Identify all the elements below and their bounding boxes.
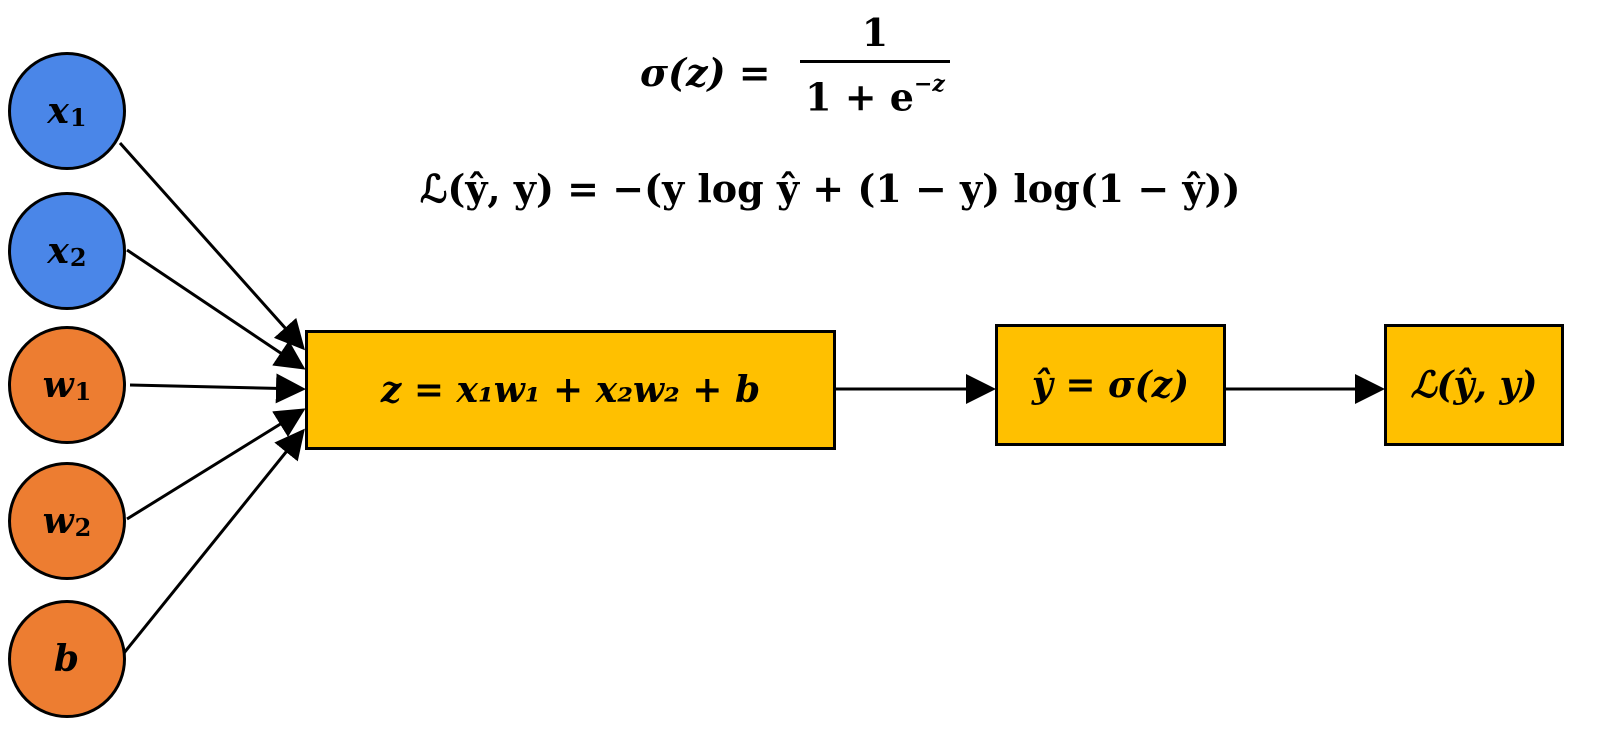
node-symbol: x [47,90,69,132]
activation-box: ŷ = σ(z) [995,324,1226,446]
arrow-w2-to-linear [126,408,306,521]
fraction-bar [800,60,950,63]
node-symbol: w [42,364,74,406]
arrow-w1-to-linear [129,373,306,404]
arrow-x1-to-linear [118,142,305,351]
arrow-b-to-linear [122,428,305,654]
sigmoid-fraction: 1 1 + e−z [800,10,950,120]
linear-combination-box: z = x₁w₁ + x₂w₂ + b [305,330,836,450]
node-symbol: b [53,638,80,680]
sigmoid-denominator-exponent: −z [913,71,945,97]
sigmoid-numerator: 1 [861,10,889,55]
sigmoid-lhs: σ(z) = [640,50,771,95]
node-subscript: 1 [69,102,87,132]
sigmoid-equation: σ(z) = 1 1 + e−z [640,10,960,120]
node-symbol: w [42,500,74,542]
loss-equation: ℒ(ŷ, y) = −(y log ŷ + (1 − y) log(1 − ŷ)… [420,166,1241,211]
sigmoid-denominator: 1 + e−z [800,67,950,120]
node-subscript: 2 [69,242,87,272]
node-subscript: 2 [74,512,92,542]
sigmoid-denominator-base: 1 + e [805,74,914,120]
node-symbol: x [47,230,69,272]
arrow-x2-to-linear [126,248,306,370]
loss-box: ℒ(ŷ, y) [1384,324,1564,446]
node-subscript: 1 [74,376,92,406]
input-node-b: b [8,600,126,718]
